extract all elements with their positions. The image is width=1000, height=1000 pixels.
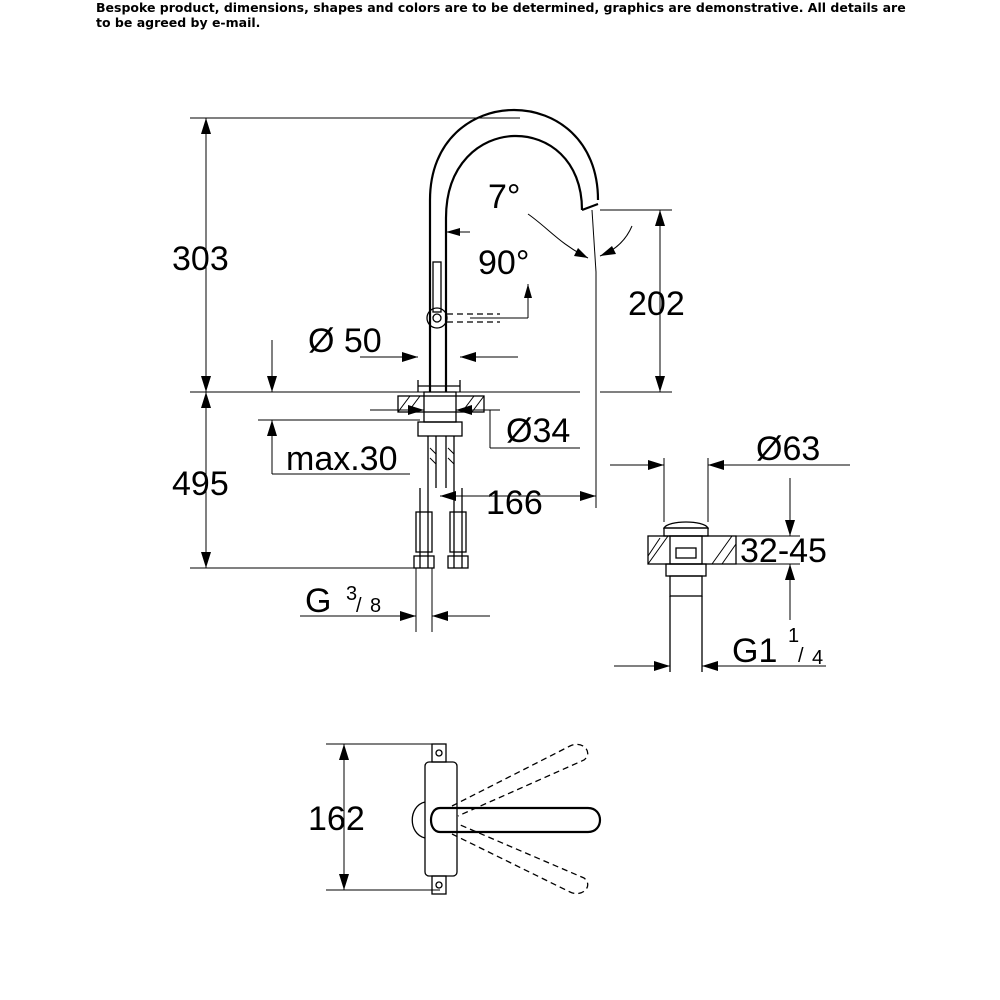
- spout-angle-label: 7°: [488, 178, 521, 216]
- outlet-thread-numerator: 1: [788, 625, 799, 647]
- outlet-thread-label: G1: [732, 632, 777, 670]
- spout-height-label: 202: [628, 285, 685, 323]
- connection-thread-denominator: 8: [370, 595, 381, 617]
- connection-thread-slash: /: [356, 595, 362, 617]
- disclaimer-text: Bespoke product, dimensions, shapes and …: [96, 0, 906, 30]
- waste-view: Ø63 32-45 G1 1 / 4: [610, 430, 850, 672]
- max-deck-thickness-label: max.30: [286, 440, 398, 478]
- top-view: 162: [308, 743, 602, 895]
- lever-swing-width-label: 162: [308, 800, 365, 838]
- hole-diameter-label: Ø34: [506, 412, 570, 450]
- connection-thread-label: G: [305, 582, 331, 620]
- depth-below-deck-label: 495: [172, 465, 229, 503]
- outlet-thread-slash: /: [798, 645, 804, 667]
- connection-thread-numerator: 3: [346, 583, 357, 605]
- spout-reach-label: 166: [486, 484, 543, 522]
- lever-angle-label: 90°: [478, 244, 529, 282]
- height-above-deck-label: 303: [172, 240, 229, 278]
- front-view: 303 495 202 7° 90°: [172, 109, 685, 632]
- waste-diameter-label: Ø63: [756, 430, 820, 468]
- outlet-thread-denominator: 4: [812, 647, 823, 669]
- base-diameter-label: Ø 50: [308, 322, 382, 360]
- basin-thickness-label: 32-45: [740, 532, 827, 570]
